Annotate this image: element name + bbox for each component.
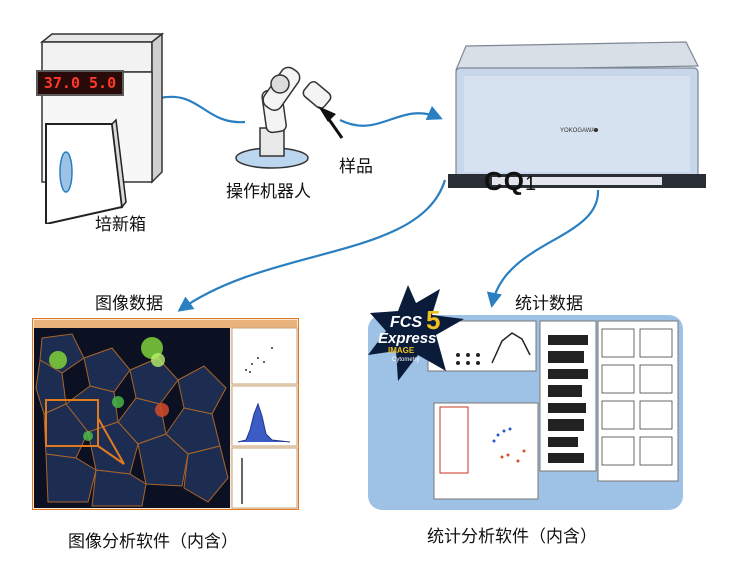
fcs-logo-line1: FCS: [390, 314, 422, 331]
robot-to-cq1-arrow: [339, 105, 443, 127]
incubator-icon: [39, 32, 165, 224]
incubator-label: 培新箱: [95, 215, 146, 235]
cq1-to-stat-arrow: [486, 189, 600, 309]
stat-data-label: 统计数据: [515, 294, 583, 314]
cq1-to-image-arrow: [177, 179, 447, 312]
fcs-logo-line2: Express: [378, 330, 436, 347]
cq1-instrument-icon: YOKOGAWA: [448, 41, 706, 188]
robot-label: 操作机器人: [226, 182, 311, 202]
incubator-temperature-display: 37.0 5.0: [36, 70, 124, 96]
image-analysis-software-screenshot: [32, 318, 299, 510]
robot-arm-icon: [235, 66, 344, 169]
sample-label: 样品: [339, 157, 373, 177]
cq1-brand-sub: 1: [525, 173, 538, 195]
cq1-maker-text: YOKOGAWA: [560, 128, 595, 134]
fcs-logo-line4: Cytometry: [392, 357, 419, 363]
cq1-brand: CQ1: [484, 166, 537, 197]
statistics-software-screenshot: FCS 5 Express IMAGE Cytometry: [368, 285, 683, 510]
stat-software-caption: 统计分析软件（内含）: [427, 527, 597, 547]
image-software-caption: 图像分析软件（内含）: [68, 532, 238, 552]
cq1-brand-main: CQ: [484, 166, 525, 196]
fcs-logo-number: 5: [426, 305, 440, 335]
fcs-logo-line3: IMAGE: [388, 346, 415, 355]
incubator-to-robot-arrow: [159, 95, 246, 124]
image-data-label: 图像数据: [95, 294, 163, 314]
